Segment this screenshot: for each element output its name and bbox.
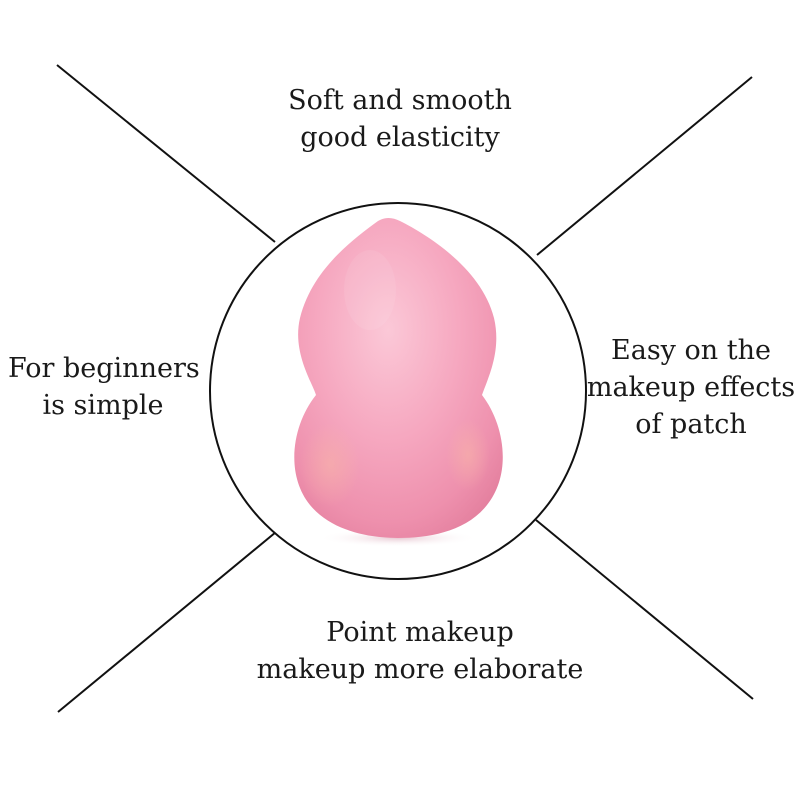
divider-line-bottom-right — [535, 519, 754, 700]
feature-bottom-line-2: makeup more elaborate — [256, 654, 584, 685]
feature-right-line-2: makeup effects — [586, 372, 796, 403]
feature-bottom-line-1: Point makeup — [326, 617, 514, 648]
feature-top-line-2: good elasticity — [300, 122, 500, 153]
divider-line-bottom-left — [57, 531, 277, 713]
feature-left-line-2: is simple — [42, 390, 164, 421]
divider-line-top-left — [56, 64, 276, 243]
feature-left-line-1: For beginners — [8, 353, 200, 384]
feature-soft-smooth: Soft and smooth good elasticity — [250, 82, 550, 156]
feature-beginners: For beginners is simple — [8, 350, 200, 424]
feature-right-line-1: Easy on the — [611, 335, 771, 366]
makeup-sponge-icon — [294, 218, 503, 547]
feature-right-line-3: of patch — [635, 409, 747, 440]
feature-easy-makeup: Easy on the makeup effects of patch — [586, 332, 796, 443]
feature-top-line-1: Soft and smooth — [288, 85, 512, 116]
feature-point-makeup: Point makeup makeup more elaborate — [230, 614, 610, 688]
divider-line-top-right — [536, 76, 753, 256]
